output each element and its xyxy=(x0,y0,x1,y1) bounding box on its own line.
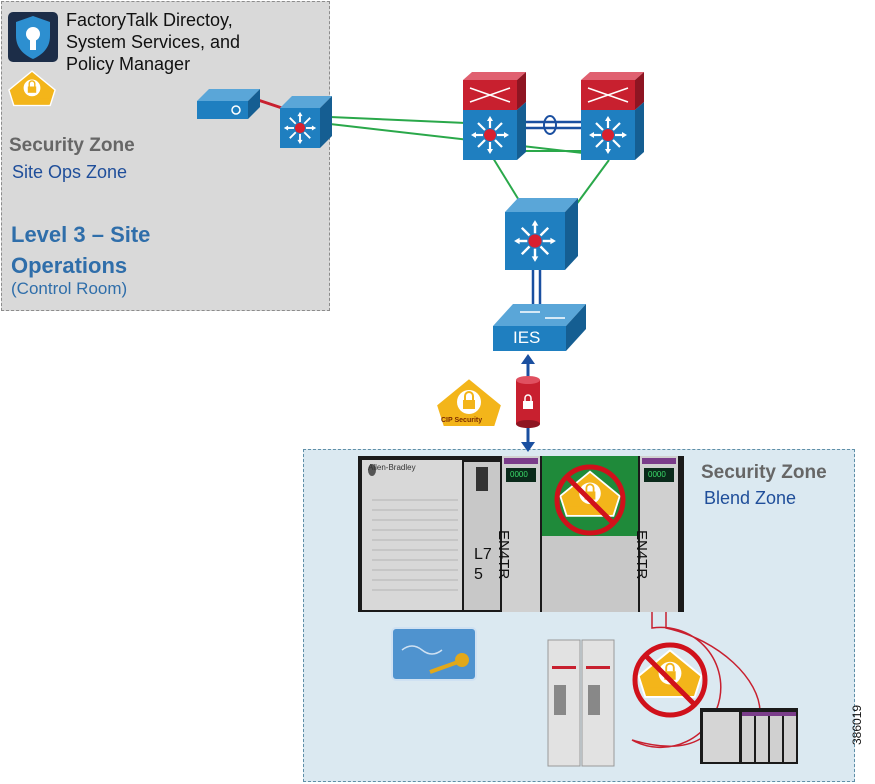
en4tr-right-label: EN4TR xyxy=(633,530,650,580)
controllogix-chassis xyxy=(358,456,684,612)
ies-switch-icon xyxy=(493,304,586,351)
io-chassis-icon xyxy=(700,708,798,764)
site-ops-zone-label: Site Ops Zone xyxy=(12,162,128,182)
en4tr-left-display: 0000 xyxy=(510,470,528,479)
drive-devices-icon xyxy=(547,639,615,767)
certificate-key-icon xyxy=(391,627,477,681)
distribution-switch-icon xyxy=(280,96,332,148)
factorytalk-shield-icon xyxy=(8,12,58,62)
distribution-layer3-switch-icon xyxy=(505,198,578,270)
firewall-appliance-icon xyxy=(197,89,260,119)
core-router-left-icon xyxy=(463,72,526,160)
core-router-right-icon xyxy=(581,72,644,160)
en4tr-left-label: EN4TR xyxy=(495,530,512,580)
controller-l75-label: L7 5 xyxy=(474,546,492,583)
encrypted-tunnel-icon xyxy=(516,376,540,428)
top-security-zone-title: Security Zone xyxy=(9,135,135,156)
ies-label: IES xyxy=(513,328,541,347)
en4tr-right-display: 0000 xyxy=(648,470,666,479)
cip-prohibited-icon xyxy=(632,642,708,718)
bottom-security-zone-title: Security Zone xyxy=(701,462,827,483)
blend-zone-label: Blend Zone xyxy=(704,488,797,508)
cip-security-icon-small xyxy=(8,70,56,107)
cip-security-label: CIP Security xyxy=(441,417,483,424)
level-3-title: Level 3 – Site Operations xyxy=(11,222,151,278)
control-room-label: (Control Room) xyxy=(11,279,128,298)
allen-bradley-logo: Allen-Bradley xyxy=(368,463,416,472)
factorytalk-label: FactoryTalk Directoy, System Services, a… xyxy=(66,10,241,74)
figure-id: 386019 xyxy=(850,704,864,745)
